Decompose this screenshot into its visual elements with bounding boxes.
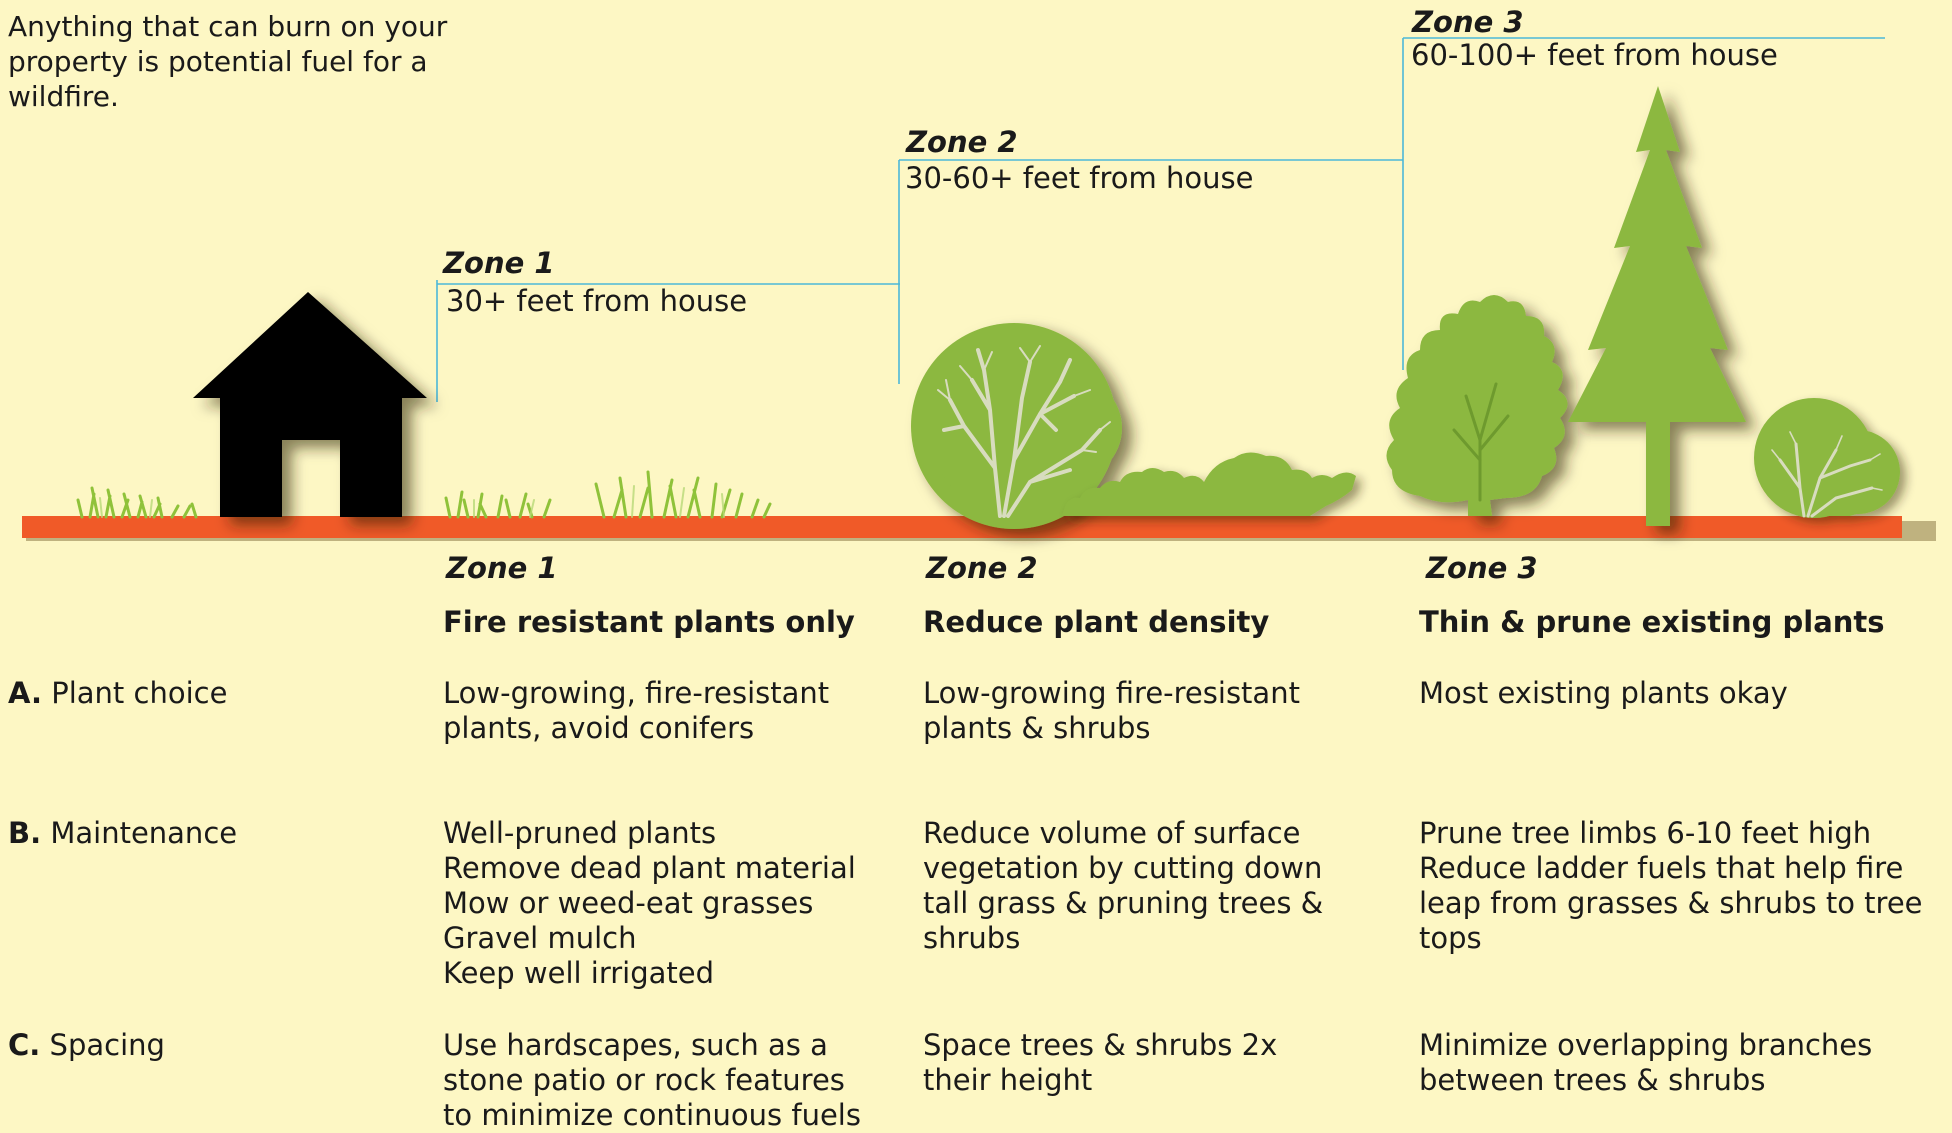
row-letter: B.: [8, 816, 42, 850]
column-heading-zone-2: Reduce plant density: [923, 605, 1270, 639]
intro-text: Anything that can burn on your property …: [8, 10, 448, 113]
small-shrub-icon: [1754, 398, 1900, 518]
row-name: Spacing: [49, 1028, 165, 1062]
conifer-tree-icon: [1568, 86, 1746, 526]
zone-3-distance: 60-100+ feet from house: [1411, 38, 1778, 72]
cell-spacing-zone-1: Use hardscapes, such as a stone patio or…: [443, 1028, 861, 1132]
zone-2-distance: 30-60+ feet from house: [905, 161, 1254, 195]
zone-1-distance: 30+ feet from house: [446, 284, 748, 318]
column-zone-1-label: Zone 1: [446, 551, 558, 585]
cell-spacing-zone-3: Minimize overlapping branches between tr…: [1419, 1028, 1873, 1097]
zone-1-label: Zone 1: [443, 246, 555, 280]
row-label-plant-choice: A. Plant choice: [8, 676, 227, 711]
column-zone-3-label: Zone 3: [1426, 551, 1538, 585]
grass-icon: [76, 470, 772, 519]
row-name: Maintenance: [50, 816, 238, 850]
deciduous-shrub-icon: [911, 323, 1122, 529]
cell-spacing-zone-2: Space trees & shrubs 2x their height: [923, 1028, 1278, 1097]
cell-plant-choice-zone-1: Low-growing, fire-resistant plants, avoi…: [443, 676, 830, 745]
ground-strip: [22, 516, 1936, 541]
cell-plant-choice-zone-2: Low-growing fire-resistant plants & shru…: [923, 676, 1300, 745]
cell-plant-choice-zone-3: Most existing plants okay: [1419, 676, 1788, 710]
column-heading-zone-1: Fire resistant plants only: [443, 605, 855, 639]
bushy-tree-icon: [1386, 295, 1568, 516]
row-name: Plant choice: [51, 676, 228, 710]
column-zone-2-label: Zone 2: [926, 551, 1038, 585]
low-shrub-icon: [1062, 452, 1356, 516]
cell-maintenance-zone-2: Reduce volume of surface vegetation by c…: [923, 816, 1324, 955]
zone-2-label: Zone 2: [906, 125, 1018, 159]
zone-guide-lines: [436, 37, 1885, 402]
house-icon: [193, 292, 427, 517]
zone-3-label: Zone 3: [1412, 5, 1524, 39]
row-label-maintenance: B. Maintenance: [8, 816, 237, 851]
row-letter: C.: [8, 1028, 41, 1062]
cell-maintenance-zone-3: Prune tree limbs 6-10 feet high Reduce l…: [1419, 816, 1923, 955]
row-letter: A.: [8, 676, 42, 710]
cell-maintenance-zone-1: Well-pruned plants Remove dead plant mat…: [443, 816, 856, 990]
zone-illustration: [22, 37, 1936, 541]
column-heading-zone-3: Thin & prune existing plants: [1419, 605, 1885, 639]
row-label-spacing: C. Spacing: [8, 1028, 165, 1063]
